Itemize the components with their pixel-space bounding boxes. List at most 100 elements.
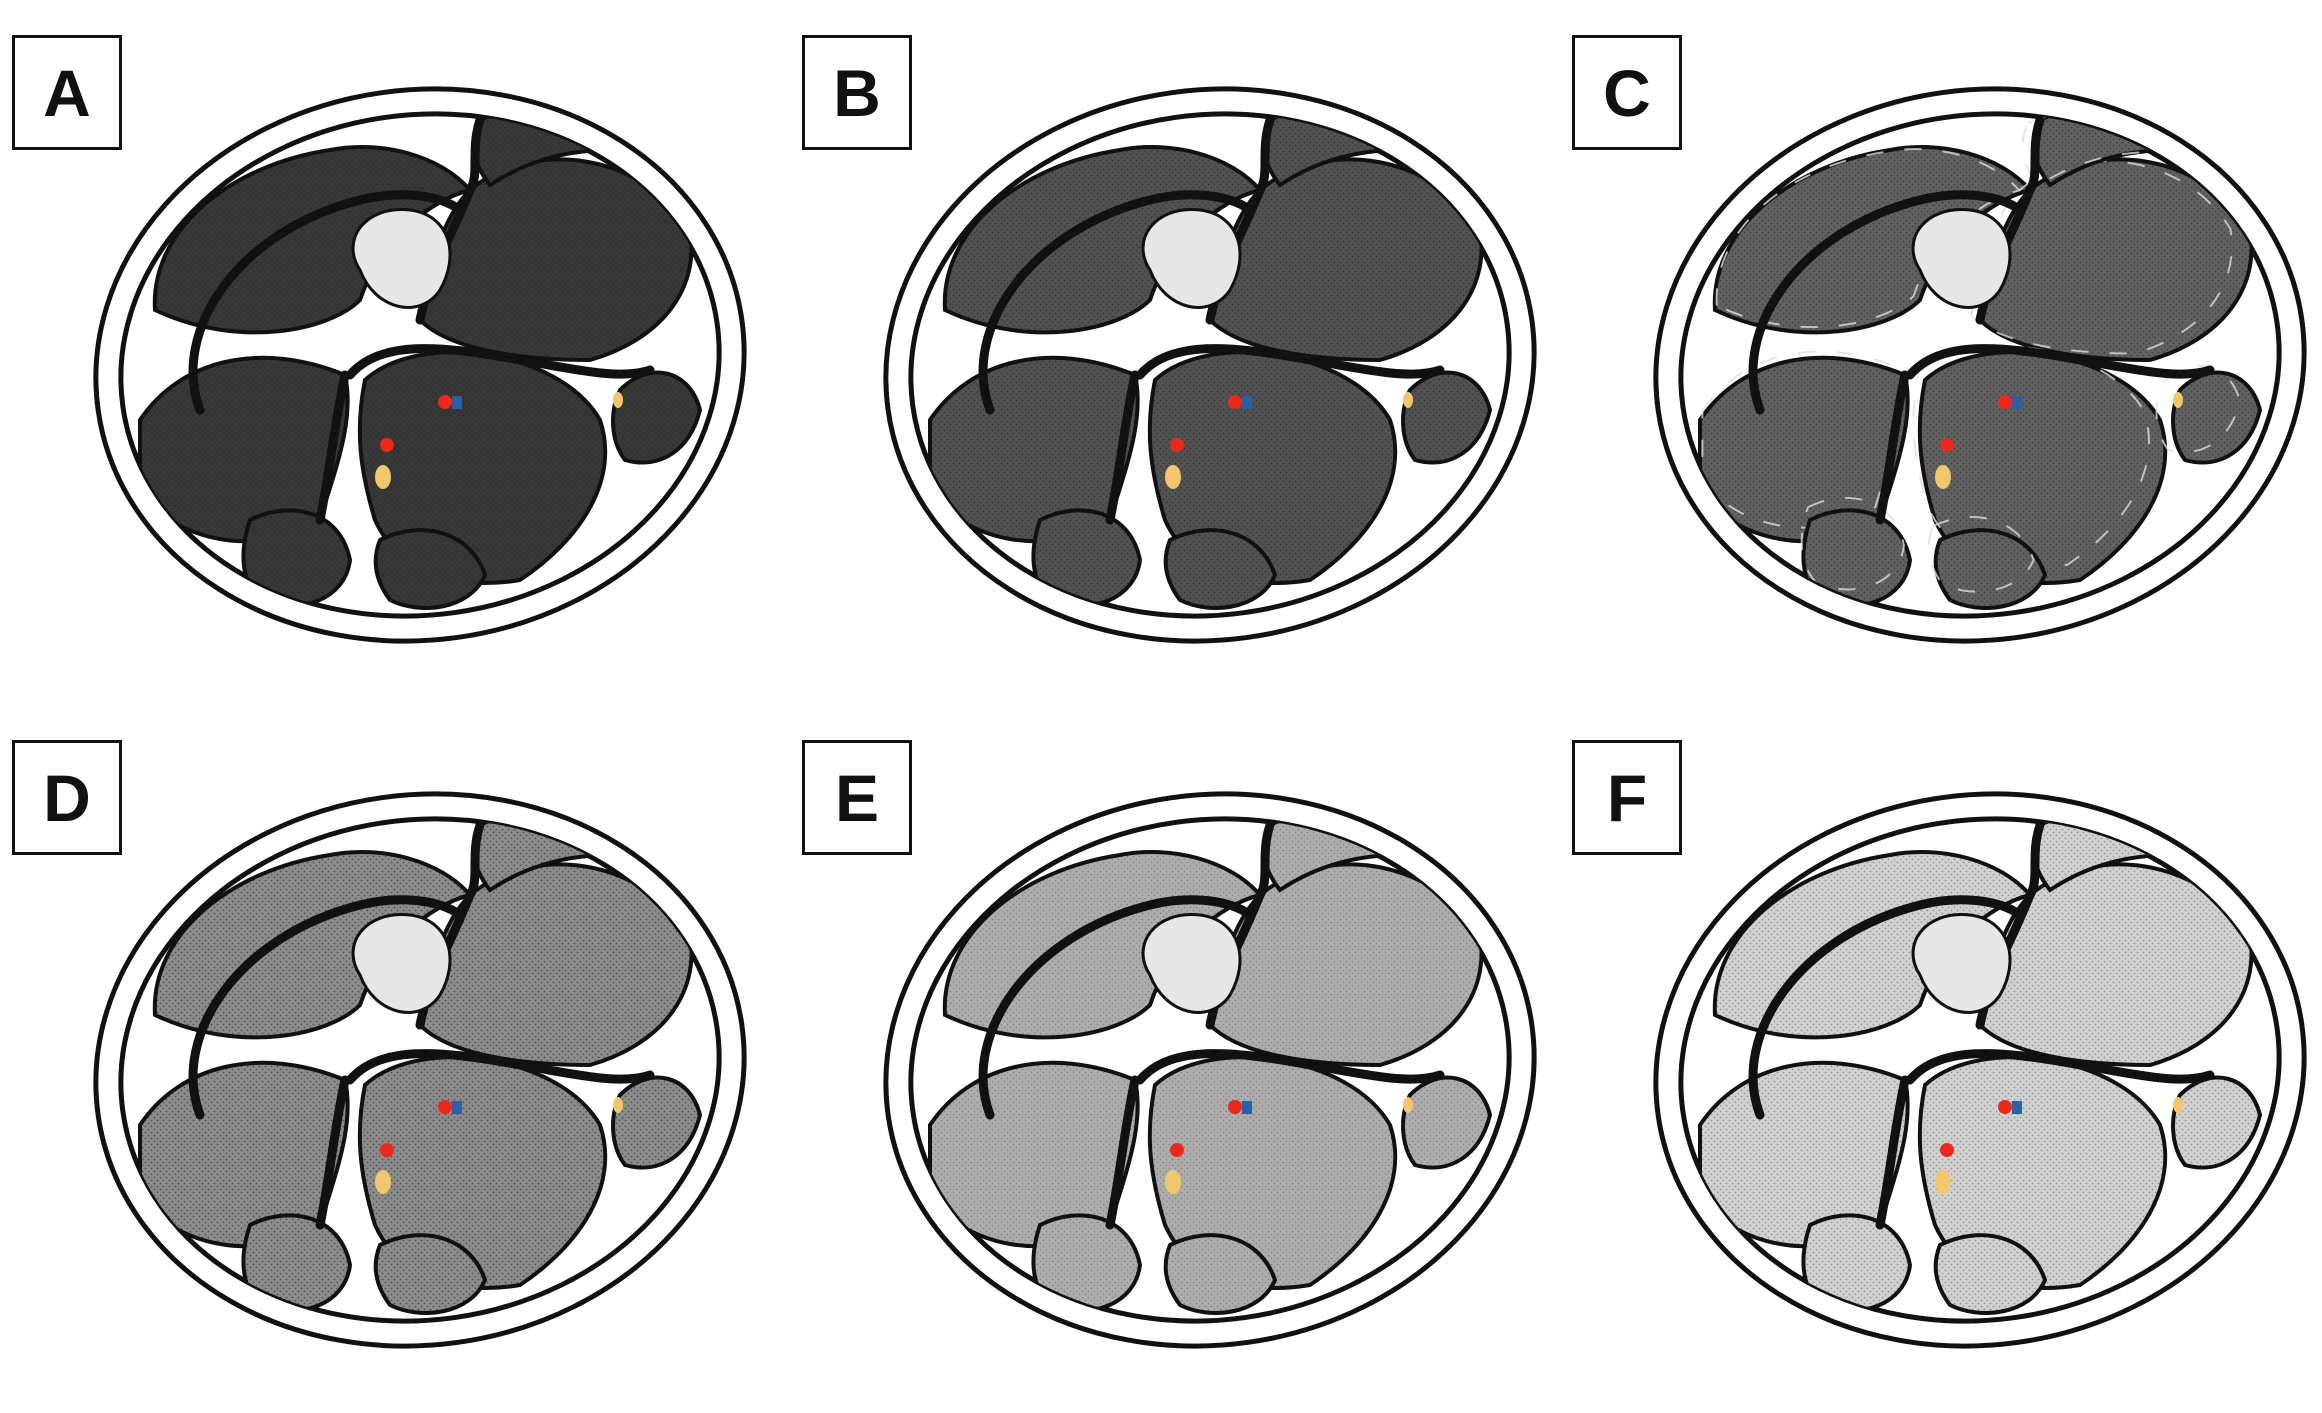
panel-a-illustration [93, 86, 747, 644]
artery-marker-upper [438, 1100, 452, 1114]
right-small-lobule [1401, 1075, 1493, 1170]
vein-marker [2012, 396, 2022, 409]
ventricle [351, 913, 452, 1014]
artery-marker-upper [1228, 1100, 1242, 1114]
bottom-left-lobule-streak [1800, 496, 1905, 591]
bottom-center-lobule-streak [1927, 516, 2035, 593]
sulcus-5 [1255, 115, 1275, 195]
bottom-center-lobule [373, 528, 488, 610]
nerve-marker-right [2173, 1097, 2183, 1113]
sulcus-3 [1905, 344, 2215, 380]
vein-marker [1242, 1101, 1252, 1114]
sulcus-3 [345, 1049, 655, 1085]
brain-section [928, 108, 1493, 610]
nerve-marker-lower [1935, 465, 1951, 489]
vein-marker [452, 1101, 462, 1114]
nerve-marker-right [1403, 392, 1413, 408]
sulcus-3 [1135, 1049, 1445, 1085]
panel-b-illustration [883, 86, 1537, 644]
bottom-center-lobule [373, 1233, 488, 1315]
artery-marker-lower [380, 438, 394, 452]
panel-b: B [790, 0, 1550, 700]
bottom-left-lobule [1801, 508, 1913, 608]
right-small-lobule-streak [2155, 364, 2241, 453]
sulcus-1 [188, 190, 465, 415]
artery-marker-upper [1998, 395, 2012, 409]
left-lower-lobe [1698, 355, 1910, 544]
panel-c-label: C [1572, 35, 1682, 150]
bottom-center-lobule [1163, 1233, 1278, 1315]
panel-f-illustration [1653, 791, 2307, 1349]
brain-section [1698, 813, 2263, 1315]
panel-e: E [790, 705, 1550, 1405]
bottom-left-lobule [241, 508, 353, 608]
right-lobe-streak [1970, 160, 2233, 355]
bottom-left-lobule [241, 1213, 353, 1313]
artery-marker-upper [1228, 395, 1242, 409]
left-lower-lobe-streak [1701, 350, 1903, 529]
artery-marker-lower [1940, 1143, 1954, 1157]
sulcus-5 [2025, 115, 2045, 195]
artery-marker-lower [380, 1143, 394, 1157]
left-lower-lobe [928, 355, 1140, 544]
superior-gyrus-streak [1715, 148, 2021, 329]
sulcus-5 [2025, 820, 2045, 900]
panel-c-illustration [1653, 86, 2307, 644]
nerve-marker-lower [1935, 1170, 1951, 1194]
left-lower-lobe [138, 1060, 350, 1249]
sulcus-3 [1905, 1049, 2215, 1085]
panel-d: D [0, 705, 760, 1405]
ventricle [1141, 208, 1242, 309]
left-lower-lobe [138, 355, 350, 544]
sulcus-5 [1255, 820, 1275, 900]
right-small-lobule [611, 370, 703, 465]
ventricle [1911, 913, 2012, 1014]
panel-d-label: D [12, 740, 122, 855]
right-small-lobule [1401, 370, 1493, 465]
nerve-marker-lower [375, 1170, 391, 1194]
ventricle [1911, 208, 2012, 309]
sulcus-1 [1748, 190, 2025, 415]
vein-marker [452, 396, 462, 409]
left-lower-lobe [928, 1060, 1140, 1249]
panel-f-label: F [1572, 740, 1682, 855]
panel-f: F [1560, 705, 2320, 1405]
panel-c: C [1560, 0, 2320, 700]
nerve-marker-right [613, 1097, 623, 1113]
sulcus-3 [1135, 344, 1445, 380]
bottom-center-lobule [1163, 528, 1278, 610]
sulcus-1 [978, 190, 1255, 415]
ventricle [351, 208, 452, 309]
left-lower-lobe [1698, 1060, 1910, 1249]
bottom-center-lobule [1933, 1233, 2048, 1315]
bottom-left-lobule [1031, 508, 1143, 608]
artery-marker-lower [1940, 438, 1954, 452]
nerve-marker-lower [1165, 1170, 1181, 1194]
vein-marker [2012, 1101, 2022, 1114]
vein-marker [1242, 396, 1252, 409]
artery-marker-upper [438, 395, 452, 409]
artery-marker-lower [1170, 1143, 1184, 1157]
nerve-marker-lower [375, 465, 391, 489]
right-small-lobule [2171, 1075, 2263, 1170]
panel-b-label: B [802, 35, 912, 150]
bottom-left-lobule [1801, 1213, 1913, 1313]
panel-a: A [0, 0, 760, 700]
sulcus-4 [315, 370, 350, 525]
sulcus-4 [1875, 1075, 1910, 1230]
nerve-marker-lower [1165, 465, 1181, 489]
sulcus-3 [345, 344, 655, 380]
sulcus-4 [1105, 1075, 1140, 1230]
panel-d-illustration [93, 791, 747, 1349]
artery-marker-upper [1998, 1100, 2012, 1114]
sulcus-4 [1105, 370, 1140, 525]
brain-section [928, 813, 1493, 1315]
sulcus-4 [1875, 370, 1910, 525]
panel-e-label: E [802, 740, 912, 855]
brain-section [1698, 108, 2263, 610]
center-lower-lobe-streak [1912, 345, 2150, 569]
nerve-marker-right [2173, 392, 2183, 408]
panel-e-illustration [883, 791, 1537, 1349]
artery-marker-lower [1170, 438, 1184, 452]
